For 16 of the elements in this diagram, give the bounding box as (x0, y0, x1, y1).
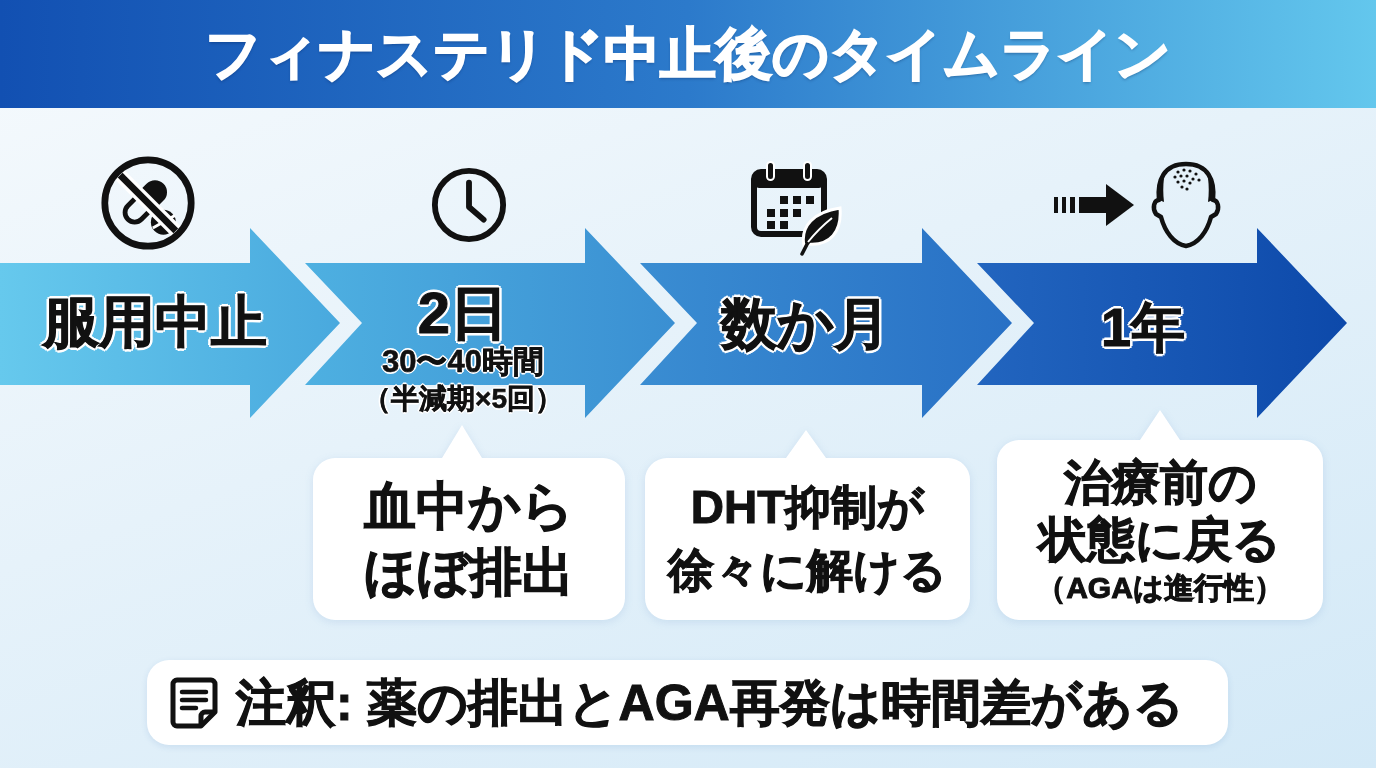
step-label: 2日 (417, 284, 509, 342)
callout-text: 血中からほぼ排出 (364, 475, 574, 603)
step-label: 1年 (1101, 296, 1185, 359)
step-label: 数か月 (720, 292, 890, 357)
speech-bubble (645, 430, 970, 620)
note-panel (147, 660, 1228, 745)
callout-text: DHT抑制が徐々に解ける (668, 479, 947, 598)
speech-bubble (997, 410, 1323, 620)
note-text: 注釈: 薬の排出とAGA再発は時間差がある (236, 677, 1184, 728)
callout-text: 治療前の状態に戻る (1039, 454, 1281, 569)
callout-note: （AGAは進行性） (1036, 569, 1284, 606)
step-note: 30〜40時間 (382, 346, 544, 377)
step-label: 服用中止 (43, 290, 267, 355)
title: フィナステリド中止後のタイムライン (205, 26, 1171, 82)
step-note: （半減期×5回） (363, 385, 563, 413)
speech-bubble (313, 425, 625, 620)
